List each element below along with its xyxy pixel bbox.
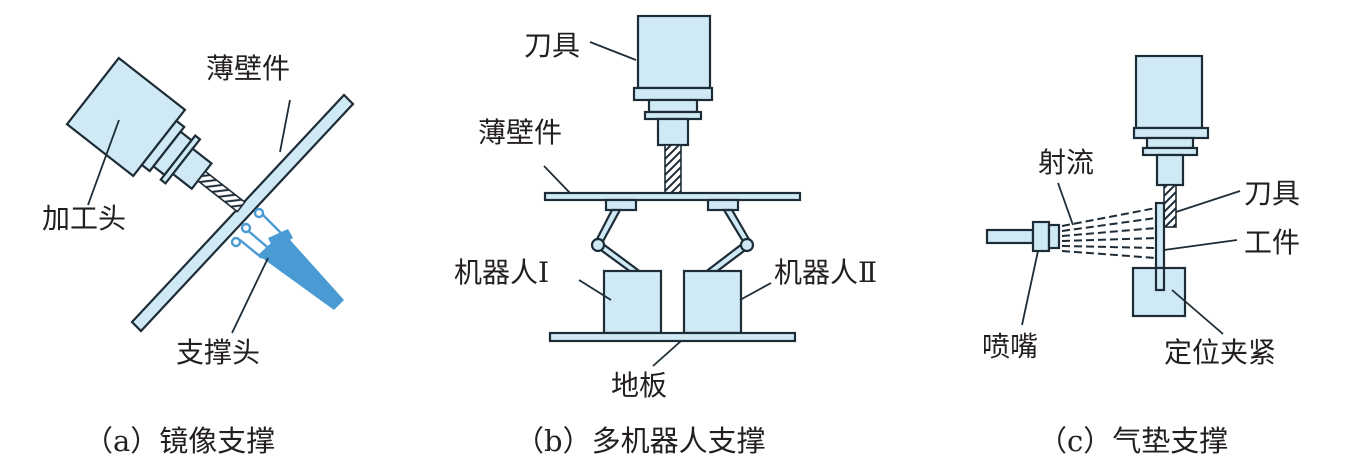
thin-wall-plate-b bbox=[543, 191, 802, 202]
label-floor: 地板 bbox=[611, 369, 667, 402]
label-support-head: 支撑头 bbox=[176, 336, 260, 369]
robot-arms bbox=[590, 198, 755, 277]
spindle-c bbox=[1132, 54, 1210, 228]
robot-2-body bbox=[682, 269, 743, 335]
label-thin-wall-a: 薄壁件 bbox=[206, 52, 290, 85]
label-processing-head: 加工头 bbox=[42, 202, 126, 235]
cutter-bit-c bbox=[1163, 184, 1177, 228]
support-head bbox=[230, 207, 344, 310]
robot-1-body bbox=[602, 269, 663, 335]
processing-head bbox=[65, 56, 246, 213]
panel-a: 加工头 薄壁件 支撑头 （a）镜像支撑 bbox=[42, 52, 355, 458]
label-robot-2: 机器人Ⅱ bbox=[774, 256, 877, 289]
panel-c: 射流 刀具 工件 喷嘴 定位夹紧 （c）气垫支撑 bbox=[982, 54, 1300, 458]
cutter-bit-b bbox=[664, 144, 682, 194]
thin-wall-plate bbox=[130, 93, 355, 333]
nozzle bbox=[985, 220, 1061, 253]
label-clamp: 定位夹紧 bbox=[1164, 336, 1276, 369]
air-jet bbox=[1061, 207, 1157, 259]
spindle-tool bbox=[632, 14, 714, 194]
floor-plate bbox=[548, 331, 797, 343]
caption-b: （b）多机器人支撑 bbox=[515, 424, 766, 458]
label-nozzle: 喷嘴 bbox=[982, 330, 1038, 363]
label-thin-wall-b: 薄壁件 bbox=[478, 116, 562, 149]
label-tool-b: 刀具 bbox=[524, 29, 580, 62]
caption-a: （a）镜像支撑 bbox=[84, 424, 275, 458]
caption-c: （c）气垫支撑 bbox=[1038, 424, 1228, 458]
label-workpiece: 工件 bbox=[1244, 226, 1300, 259]
panel-b: 刀具 薄壁件 机器人Ⅰ 机器人Ⅱ 地板 （b）多机器人支撑 bbox=[454, 14, 877, 458]
label-tool-c: 刀具 bbox=[1244, 177, 1300, 210]
cutter-bit bbox=[196, 170, 246, 213]
label-jet: 射流 bbox=[1038, 146, 1094, 179]
label-robot-1: 机器人Ⅰ bbox=[454, 256, 549, 289]
